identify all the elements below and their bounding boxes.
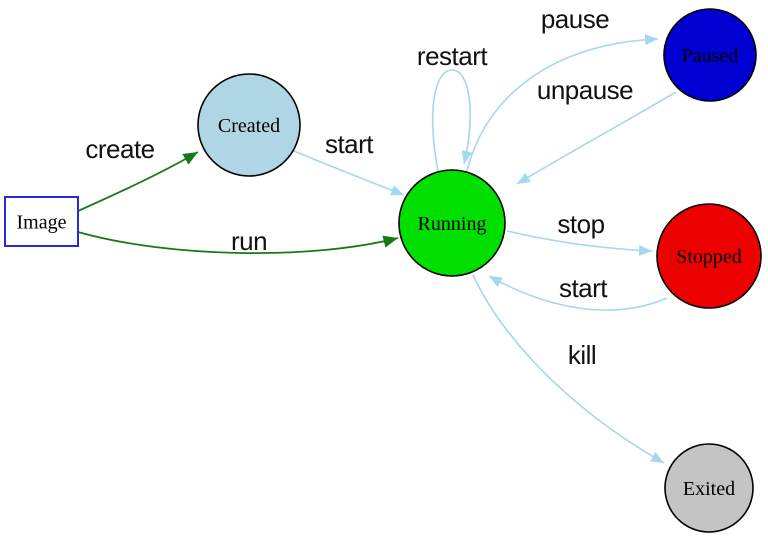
node-image [4,196,79,247]
edge-label-unpause: unpause [537,75,633,105]
edge-label-restart: restart [417,41,488,71]
node-label-running: Running [418,213,487,235]
node-label-stopped: Stopped [676,246,742,268]
edge-restart [432,69,473,172]
edge-unpause [516,91,677,185]
edge-kill [472,274,665,464]
node-exited [664,443,754,533]
node-running [398,169,506,277]
edge-run [77,231,399,255]
node-label-paused: Paused [682,45,739,67]
edge-stop [506,230,653,256]
edge-create [77,151,199,212]
node-created [197,73,301,177]
edge-label-kill: kill [568,340,596,370]
edge-label-stop: stop [557,209,604,239]
node-label-exited: Exited [683,478,735,500]
edge-label-create: create [85,134,154,164]
edge-label-start: start [325,129,374,159]
edge-label-start2: start [559,273,608,303]
edge-start [293,150,405,196]
node-paused [663,8,757,102]
node-label-created: Created [218,115,280,137]
node-label-image: Image [17,212,67,234]
edge-label-run: run [231,226,267,256]
node-stopped [656,203,762,309]
edge-start2 [488,275,668,311]
edge-label-pause: pause [541,4,609,34]
edge-pause [466,34,659,172]
